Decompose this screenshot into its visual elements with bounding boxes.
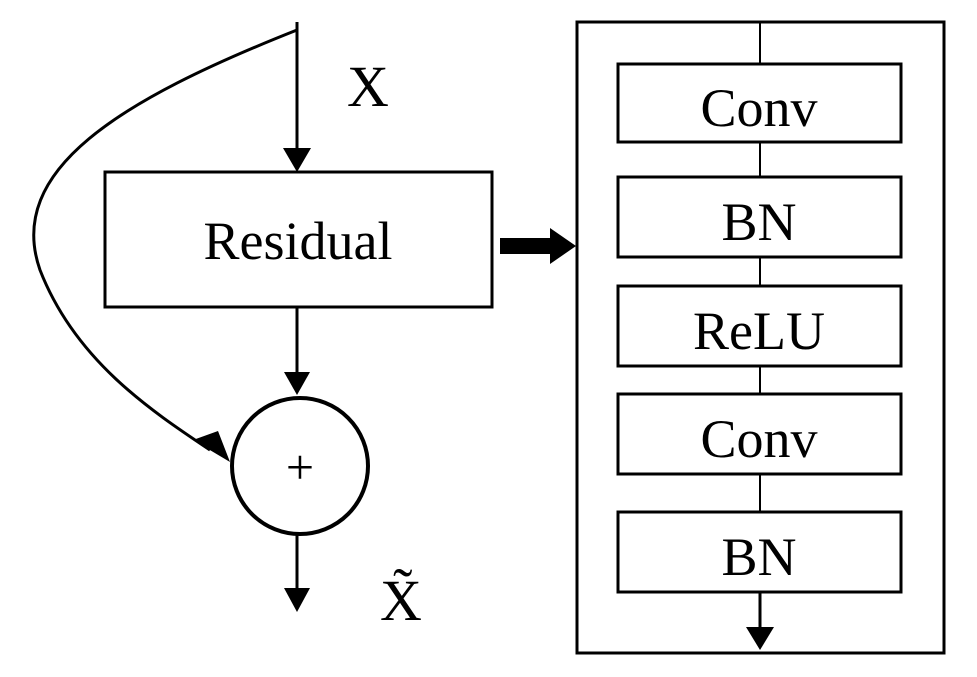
residual-flow: X Residual + X̃ bbox=[32, 22, 494, 633]
layer-label-conv-2: Conv bbox=[700, 409, 817, 469]
layer-box-relu bbox=[616, 284, 903, 368]
layer-label-bn-2: BN bbox=[721, 527, 796, 587]
residual-box bbox=[103, 170, 494, 309]
layer-label-conv-1: Conv bbox=[700, 78, 817, 138]
layer-box-conv-1 bbox=[616, 62, 903, 144]
skip-arrowhead bbox=[193, 431, 230, 462]
residual-detail-panel: Conv BN ReLU Conv BN bbox=[575, 20, 946, 655]
layer-label-bn-1: BN bbox=[721, 192, 796, 252]
expand-arrow-head bbox=[550, 228, 576, 264]
residual-to-sum-arrowhead bbox=[284, 372, 310, 395]
input-label: X bbox=[347, 54, 389, 119]
expand-arrow-shaft bbox=[500, 238, 552, 254]
expand-arrow bbox=[500, 228, 576, 264]
detail-output-arrowhead bbox=[746, 627, 774, 650]
input-arrowhead bbox=[283, 148, 311, 172]
sum-symbol: + bbox=[286, 439, 314, 495]
output-label: X̃ bbox=[380, 568, 422, 633]
skip-connection-curve bbox=[32, 28, 298, 452]
layer-label-relu: ReLU bbox=[693, 301, 825, 361]
residual-label: Residual bbox=[204, 211, 393, 271]
layer-box-bn-2 bbox=[616, 510, 903, 594]
layer-box-conv-2 bbox=[616, 392, 903, 476]
output-arrowhead bbox=[284, 588, 310, 612]
sum-node bbox=[230, 396, 370, 536]
